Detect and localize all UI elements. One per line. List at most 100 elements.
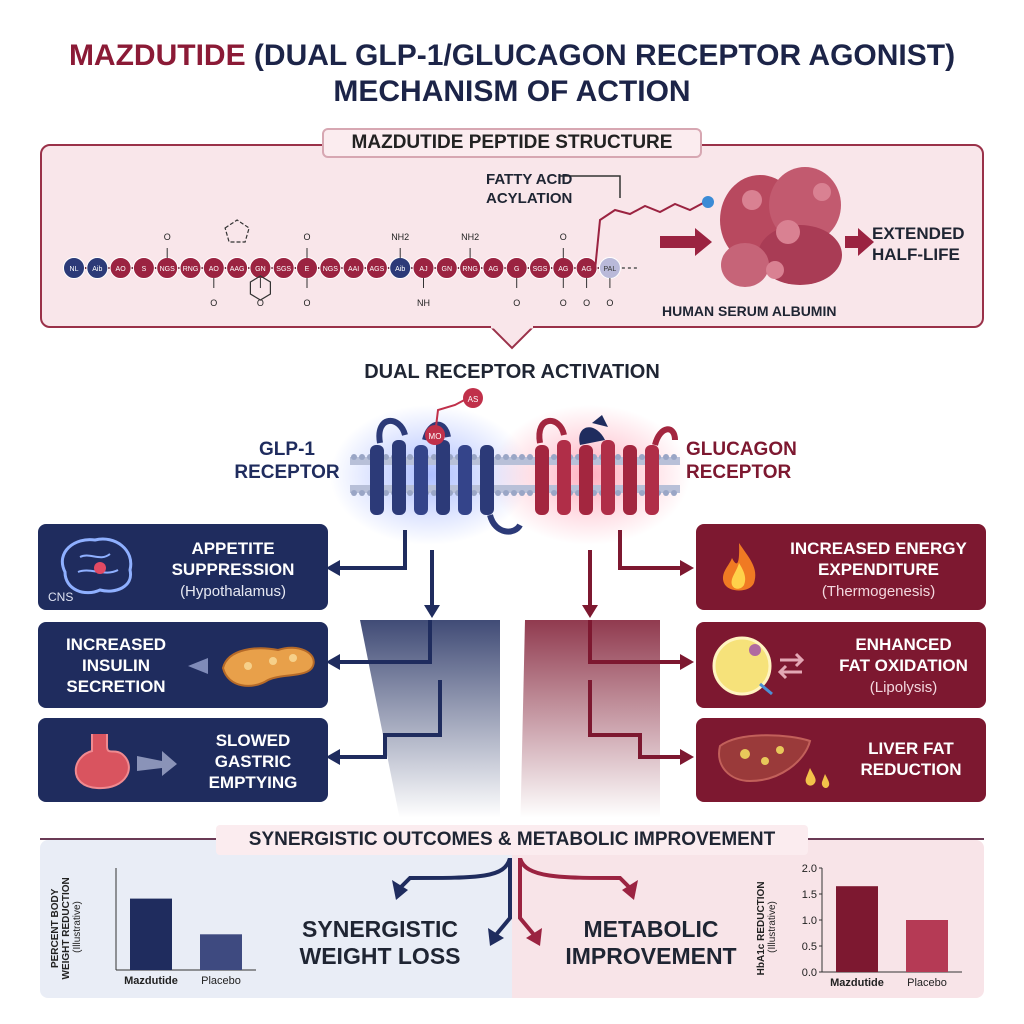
lipid-head: [527, 490, 533, 496]
half-life-label: EXTENDED HALF-LIFE: [872, 224, 965, 264]
effect-liver-fat-reduction: LIVER FAT REDUCTION: [696, 718, 986, 802]
chart2-ylabel-line: (Illustrative): [767, 901, 778, 953]
lipid-head: [431, 454, 437, 460]
side-group-label: O: [303, 298, 310, 308]
effect-insulin-secretion: INCREASED INSULIN SECRETION: [38, 622, 328, 708]
metabolic-label: METABOLIC IMPROVEMENT: [565, 916, 737, 969]
residue-label: NL: [70, 266, 79, 273]
residue-label: AAG: [230, 266, 245, 273]
dual-activation-heading: DUAL RECEPTOR ACTIVATION: [364, 361, 660, 383]
amino-acid-residue: [342, 257, 365, 279]
amino-acid-residue: [435, 257, 458, 279]
lipid-head: [431, 490, 437, 496]
bar: [130, 898, 172, 970]
lipid-head: [663, 490, 669, 496]
ligand-label: AS: [468, 395, 479, 404]
residue-label: S: [142, 266, 147, 273]
lipid-head: [519, 454, 525, 460]
y-tick-label: 0.0: [802, 967, 817, 979]
lipid-head: [615, 454, 621, 460]
residue-label: AG: [582, 266, 592, 273]
effect-subtitle: (Lipolysis): [869, 679, 938, 696]
lipid-head: [495, 490, 501, 496]
residue-label: GN: [255, 266, 266, 273]
effect-subtitle: (Thermogenesis): [821, 583, 936, 600]
side-group-label: NH: [417, 298, 430, 308]
cns-tag: CNS: [48, 590, 74, 604]
residue-label: AGS: [370, 266, 385, 273]
amino-acid-residue: [529, 257, 551, 279]
amino-acid-residue: [109, 257, 132, 279]
hba1c-reduction-chart: HbA1c REDUCTION (Illustrative) 0.0 0.5 1.0…: [756, 863, 962, 989]
panel-pointer: [490, 326, 534, 350]
residue-label: RNG: [462, 266, 478, 273]
lipid-head: [407, 490, 413, 496]
outcomes-heading: SYNERGISTIC OUTCOMES & METABOLIC IMPROVE…: [216, 825, 808, 855]
residue-label: AO: [209, 266, 220, 273]
chart1-ylabel-line: WEIGHT REDUCTION: [61, 877, 72, 979]
brain-icon: [60, 537, 133, 595]
y-tick-label: 1.5: [802, 889, 817, 901]
residue-label: AO: [116, 266, 127, 273]
albumin-label: HUMAN SERUM ALBUMIN: [662, 303, 837, 319]
residue-label: PAL: [604, 266, 617, 273]
amino-acid-residue: [482, 257, 505, 279]
effect-title: INCREASED INSULIN SECRETION: [65, 635, 167, 696]
amino-acid-residue: [132, 257, 155, 279]
effect-fat-oxidation: ENHANCED FAT OXIDATION (Lipolysis): [696, 622, 986, 708]
amino-acid-residue: [319, 257, 342, 279]
side-group-label: O: [257, 298, 264, 308]
lipid-head: [351, 490, 357, 496]
effect-title: SLOWED GASTRIC EMPTYING: [208, 731, 298, 792]
effect-subtitle: (Hypothalamus): [180, 583, 286, 600]
albumin-binding-arrow: [660, 228, 712, 256]
amino-acid-residue: [272, 257, 295, 279]
effect-energy-expenditure: INCREASED ENERGY EXPENDITURE (Thermogene…: [696, 524, 986, 610]
lipid-head: [471, 454, 477, 460]
side-group-label: NH2: [391, 232, 409, 242]
y-tick-label: 2.0: [802, 863, 817, 875]
side-group-label: O: [606, 298, 613, 308]
acylation-leader-line: [560, 175, 621, 198]
lipid-head: [639, 490, 645, 496]
residue-label: NGS: [323, 266, 339, 273]
ring-structure: [249, 275, 271, 301]
residue-label: AJ: [419, 266, 427, 273]
y-tick-label: 0.5: [802, 941, 817, 953]
title-drug-class: (DUAL GLP-1/GLUCAGON RECEPTOR AGONIST): [245, 39, 956, 72]
lipid-head: [383, 490, 389, 496]
side-group-label: O: [583, 298, 590, 308]
chart2-ylabel: HbA1c REDUCTION (Illustrative): [756, 879, 778, 976]
lipid-head: [671, 454, 677, 460]
chart1-ylabel: PERCENT BODY WEIGHT REDUCTION (Illustrat…: [50, 875, 83, 980]
liver-icon: [718, 734, 830, 789]
residue-label: AAI: [348, 266, 359, 273]
ring-structure: [224, 219, 250, 243]
fatty-acid-chain: [594, 201, 706, 271]
chart2-ylabel-line: HbA1c REDUCTION: [756, 881, 767, 975]
x-tick-label: Placebo: [201, 975, 241, 987]
residue-label: Aib: [92, 266, 102, 273]
amino-acid-residue: [86, 257, 109, 279]
fat-cell-icon: [712, 636, 805, 696]
flame-icon: [722, 543, 756, 591]
bar: [906, 920, 948, 972]
title-drug-name: MAZDUTIDE: [68, 39, 246, 72]
glp1-receptor-icon: [370, 417, 523, 535]
x-tick-label: Mazdutide: [830, 977, 884, 989]
ligand-label: MO: [429, 432, 442, 441]
side-group-label: NH2: [461, 232, 479, 242]
pancreas-icon: [188, 646, 315, 687]
amino-acid-residue: [179, 257, 202, 279]
effect-title: APPETITE SUPPRESSION: [171, 539, 295, 579]
lipid-head: [663, 454, 669, 460]
albumin-protein-icon: [702, 167, 842, 287]
lipid-head: [511, 454, 517, 460]
page-subtitle: MECHANISM OF ACTION: [333, 75, 691, 108]
side-group-label: O: [560, 298, 567, 308]
page-title: MAZDUTIDE (DUAL GLP-1/GLUCAGON RECEPTOR …: [0, 38, 1024, 74]
outcomes-left-panel: [40, 840, 512, 998]
y-tick-label: 1.0: [802, 915, 817, 927]
lipid-head: [527, 454, 533, 460]
